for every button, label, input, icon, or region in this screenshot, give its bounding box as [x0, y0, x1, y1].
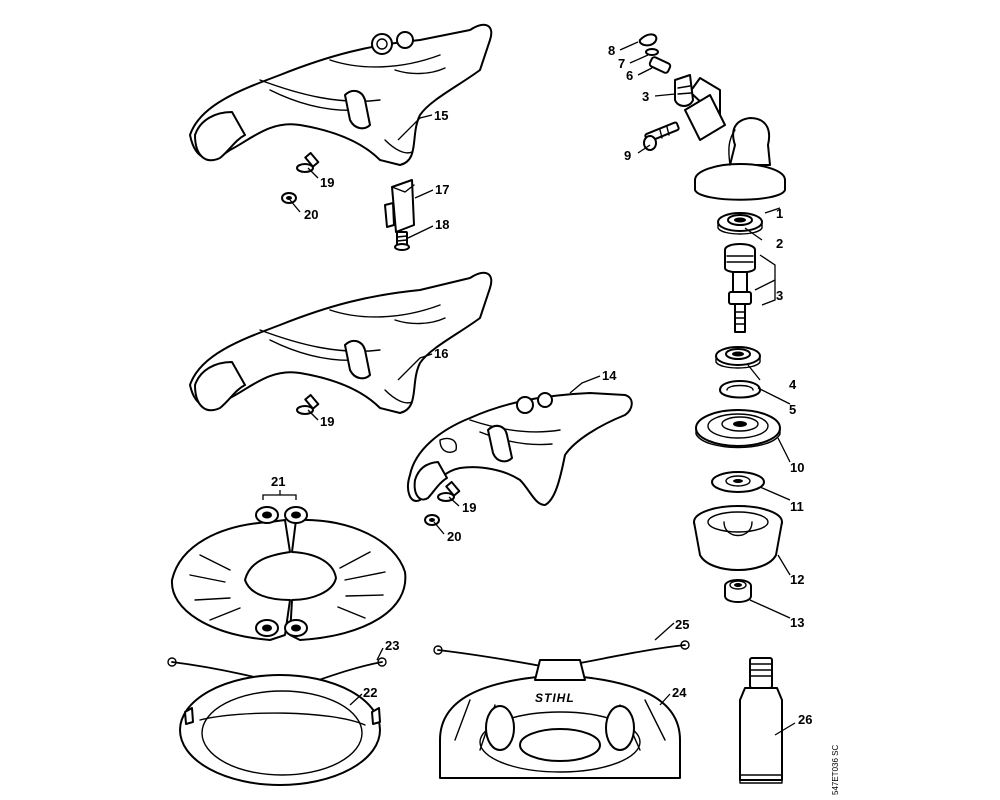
- screw-19a: [296, 151, 320, 173]
- ball-bearing-2: [717, 212, 763, 235]
- callout-6: 6: [626, 68, 633, 83]
- screw-20a: [281, 192, 297, 204]
- ball-bearing-4: [715, 346, 761, 369]
- bracket-17: [384, 179, 415, 233]
- callout-22: 22: [363, 685, 377, 700]
- callout-8: 8: [608, 43, 615, 58]
- gear-housing-1: [684, 77, 786, 201]
- screw-18: [394, 231, 410, 251]
- grease-tube-26: [739, 657, 783, 784]
- callout-19-c: 19: [462, 500, 476, 515]
- callout-7: 7: [618, 56, 625, 71]
- thrust-plate-10: [695, 409, 781, 449]
- callout-12: 12: [790, 572, 804, 587]
- nut-13: [724, 579, 752, 603]
- mowing-head-half-21: [170, 506, 407, 641]
- callout-3-b: 3: [776, 288, 783, 303]
- callout-26: 26: [798, 712, 812, 727]
- callout-17: 17: [435, 182, 449, 197]
- callout-18: 18: [435, 217, 449, 232]
- callout-15: 15: [434, 108, 448, 123]
- callout-20-a: 20: [304, 207, 318, 222]
- circlip-5: [719, 380, 761, 399]
- callout-5: 5: [789, 402, 796, 417]
- guard-plate-22: [179, 674, 381, 786]
- guard-brand-text: STIHL: [535, 691, 575, 705]
- callout-1: 1: [776, 206, 783, 221]
- pin-6: [648, 56, 672, 74]
- screw-20b: [424, 514, 440, 526]
- callout-19-a: 19: [320, 175, 334, 190]
- screw-19c: [437, 480, 461, 502]
- callout-25: 25: [675, 617, 689, 632]
- callout-24: 24: [672, 685, 687, 700]
- callout-labels: 15 19 20 17 18 16 19 14 19 20 8 7 6 3 9 …: [271, 43, 812, 727]
- callout-13: 13: [790, 615, 804, 630]
- deflector-16: [189, 271, 493, 414]
- thrust-plate-12: [693, 505, 783, 571]
- thrust-washer-11: [711, 471, 765, 493]
- callout-9: 9: [624, 148, 631, 163]
- callout-10: 10: [790, 460, 804, 475]
- deflector-15: [189, 23, 493, 166]
- bevel-pinion-3a: [674, 74, 694, 107]
- callout-19-b: 19: [320, 414, 334, 429]
- callout-16: 16: [434, 346, 448, 361]
- callout-21: 21: [271, 474, 285, 489]
- callout-23: 23: [385, 638, 399, 653]
- callout-3-a: 3: [642, 89, 649, 104]
- washer-7: [645, 48, 659, 56]
- circlip-8: [638, 33, 658, 47]
- callout-11: 11: [790, 499, 804, 514]
- spindle-3b: [724, 243, 756, 333]
- callout-4: 4: [789, 377, 797, 392]
- screw-9: [643, 121, 680, 151]
- screw-19b: [296, 393, 320, 415]
- leader-lines: [262, 41, 796, 736]
- callout-14: 14: [602, 368, 617, 383]
- drawing-code: 547ET036 SC: [831, 745, 840, 795]
- callout-2: 2: [776, 236, 783, 251]
- callout-20-b: 20: [447, 529, 461, 544]
- deflector-14: [407, 392, 633, 506]
- guard-24: STIHL: [439, 659, 681, 779]
